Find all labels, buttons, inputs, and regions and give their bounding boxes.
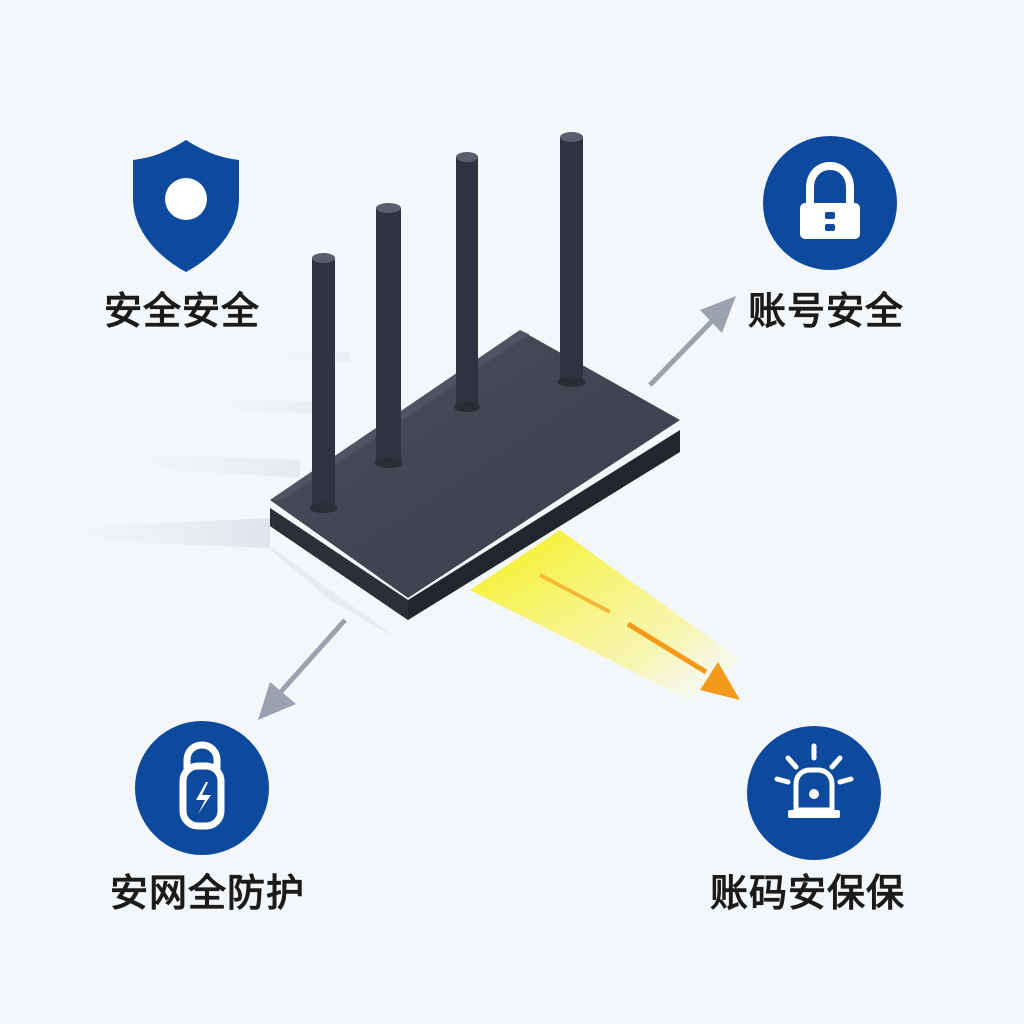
- antenna-3: [454, 152, 480, 412]
- shield-icon: [133, 140, 239, 272]
- feature-label-bottom-left: 安网全防护: [110, 871, 306, 915]
- antenna-2: [374, 203, 403, 468]
- arrow-bottom-left: [258, 618, 347, 720]
- antenna-4: [557, 132, 586, 387]
- lightning-lock-icon: [135, 721, 269, 855]
- alarm-icon: [747, 726, 881, 860]
- feature-label-top-left: 安全安全: [104, 289, 261, 333]
- feature-label-bottom-right: 账码安保保: [710, 871, 906, 915]
- router: [270, 132, 680, 620]
- arrow-top-right: [648, 296, 736, 387]
- padlock-icon: [763, 136, 897, 270]
- antenna-1: [309, 253, 338, 513]
- orange-arrow-head: [700, 662, 740, 700]
- signal-beam: [470, 530, 740, 700]
- feature-label-top-right: 账号安全: [748, 289, 905, 333]
